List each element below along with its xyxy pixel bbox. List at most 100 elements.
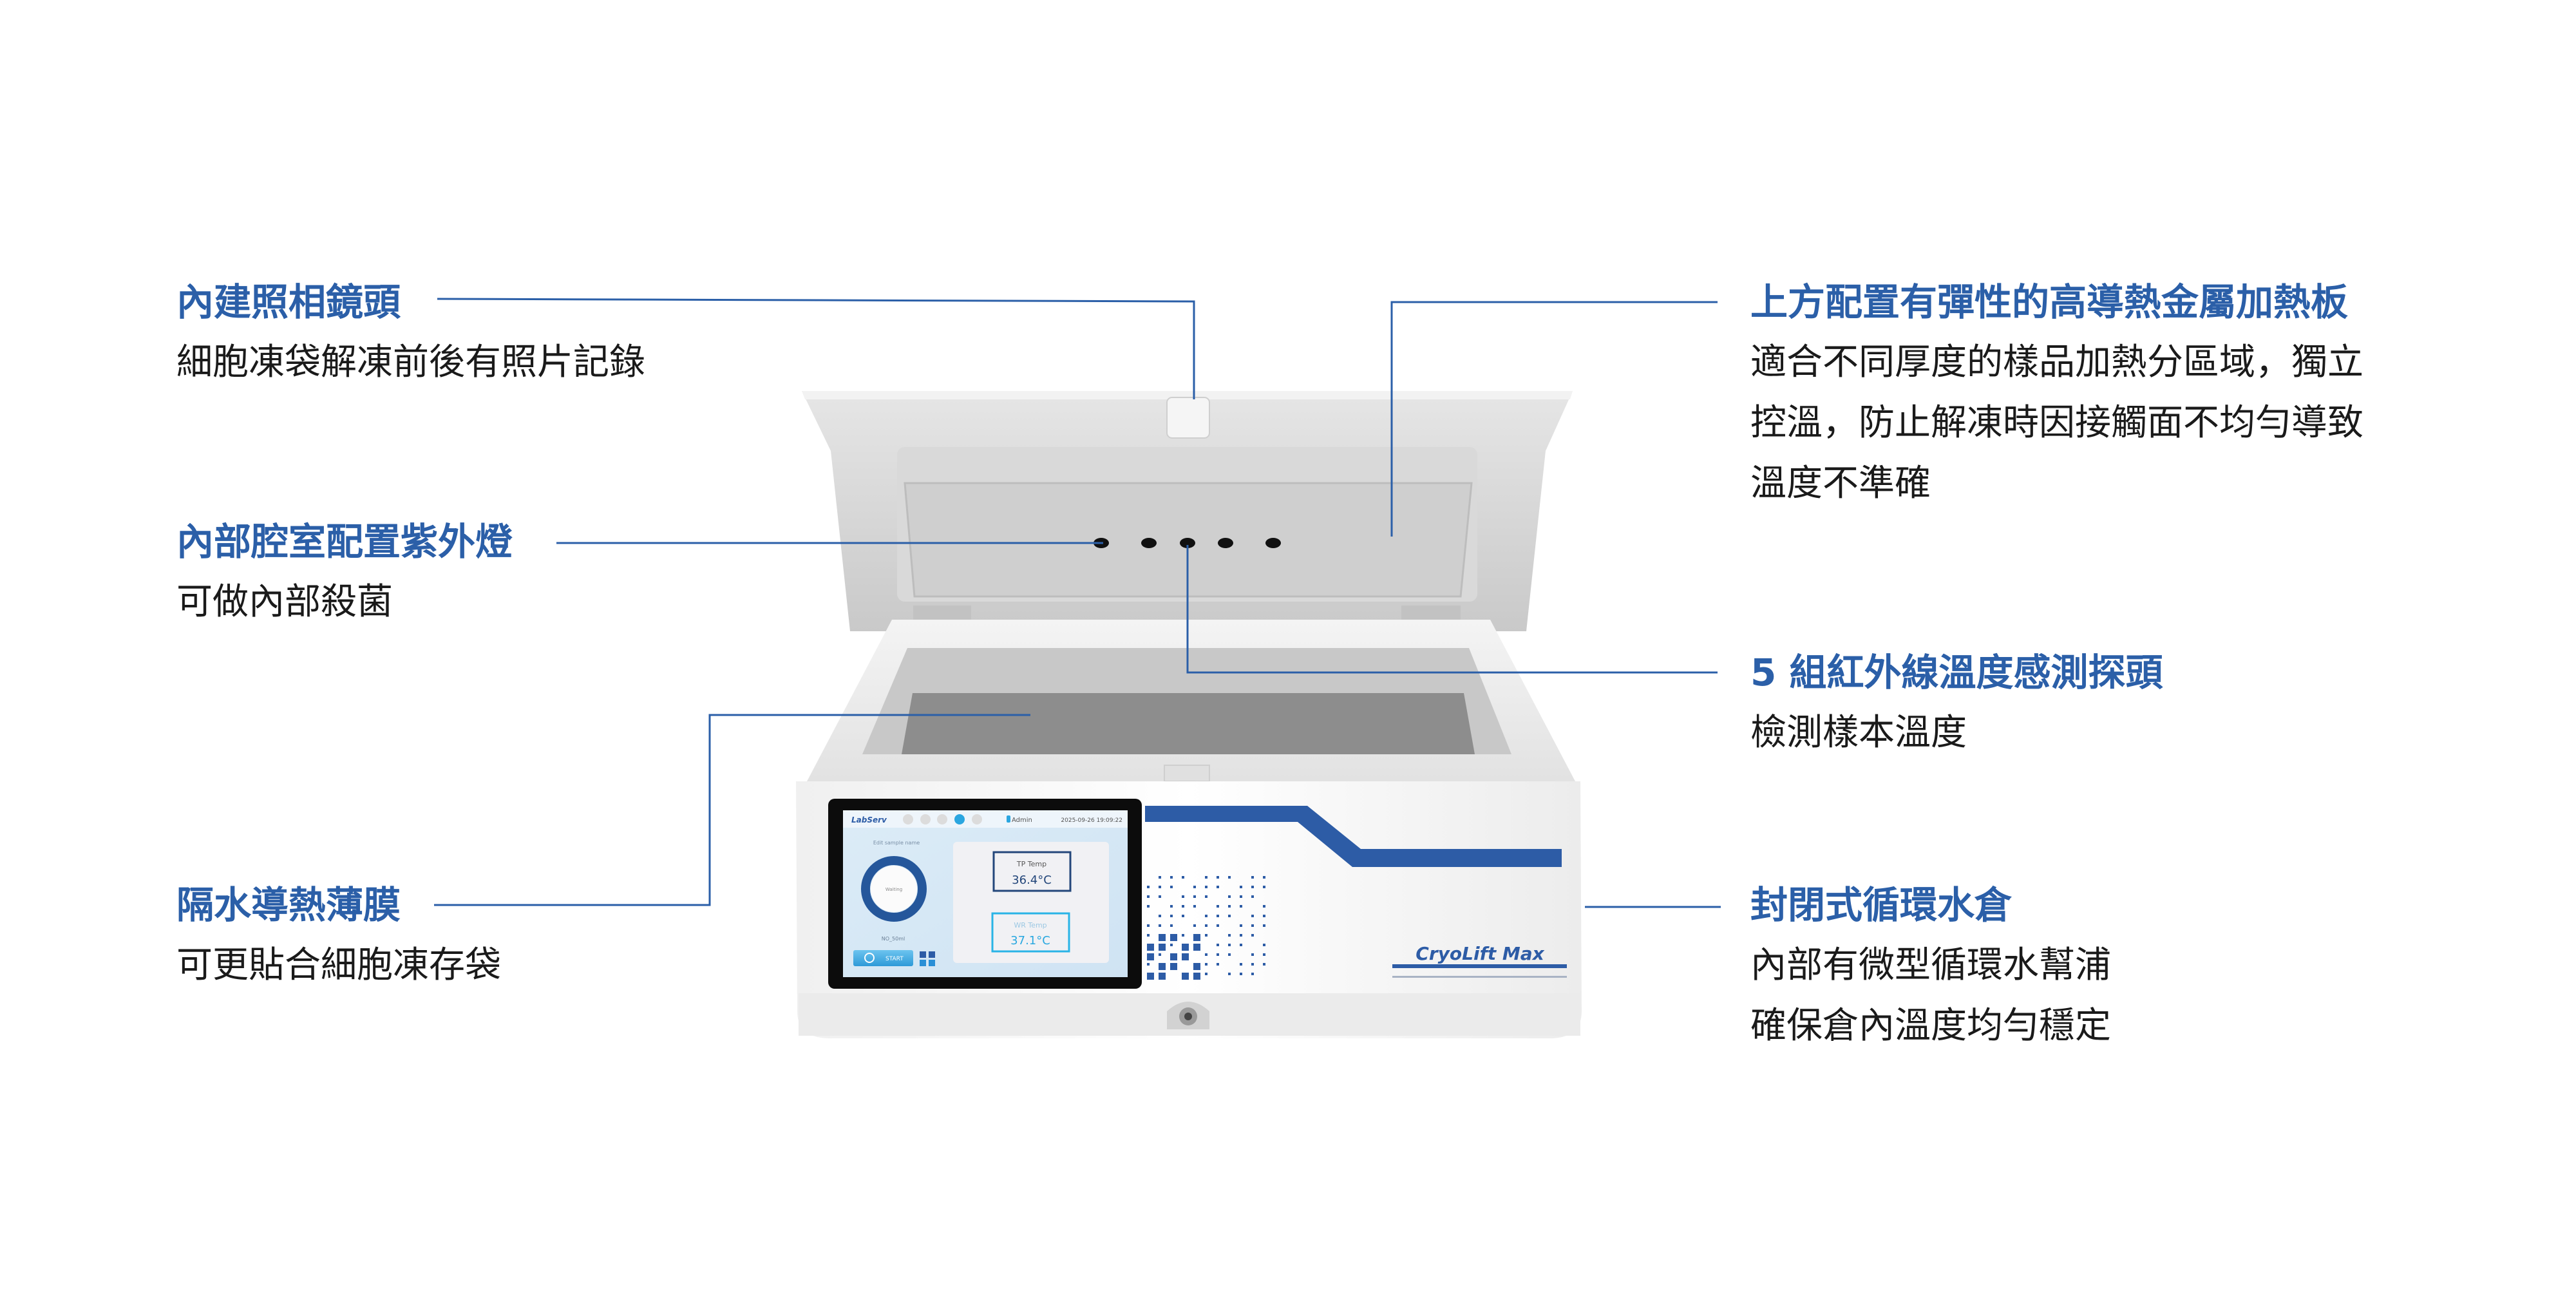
speaker-dot bbox=[1217, 876, 1219, 879]
speaker-dot bbox=[1205, 915, 1208, 917]
speaker-dot bbox=[1251, 934, 1254, 937]
volume-text: NO_50ml bbox=[882, 936, 905, 942]
speaker-dot bbox=[1228, 973, 1231, 975]
callout-lines bbox=[434, 298, 1721, 908]
annotation-text: 溫度不準確 bbox=[1750, 462, 1931, 504]
speaker-dot bbox=[1217, 886, 1219, 888]
speaker-dot bbox=[1251, 924, 1254, 927]
annotation-ir-probes: 5 組紅外線溫度感測探頭 檢測樣本溫度 bbox=[1750, 642, 2163, 763]
membrane-floor bbox=[902, 693, 1475, 754]
progress-ring bbox=[861, 856, 927, 922]
nav-icon[interactable] bbox=[972, 814, 982, 824]
screen-nav-icons bbox=[903, 814, 982, 824]
annotation-camera: 內建照相鏡頭 細胞凍袋解凍前後有照片記錄 bbox=[176, 272, 645, 393]
speaker-dot bbox=[1170, 915, 1173, 917]
speaker-dot bbox=[1240, 963, 1242, 966]
speaker-dot bbox=[1182, 944, 1189, 951]
speaker-dot bbox=[1170, 924, 1173, 927]
screen-logo: LabServ bbox=[851, 815, 887, 824]
speaker-dot bbox=[1147, 973, 1154, 980]
speaker-dot bbox=[1205, 886, 1208, 888]
speaker-dot bbox=[1228, 876, 1231, 879]
speaker-dot bbox=[1193, 886, 1196, 888]
speaker-dot bbox=[1251, 886, 1254, 888]
ir-sensor-holes bbox=[1094, 538, 1281, 548]
speaker-dot bbox=[1182, 973, 1189, 980]
speaker-dot bbox=[1205, 963, 1208, 966]
annotation-title: 隔水導熱薄膜 bbox=[176, 883, 401, 927]
speaker-dot bbox=[1205, 934, 1208, 937]
screen-datetime: 2025-09-26 19:09:22 bbox=[1061, 817, 1122, 824]
tp-temp-box: TP Temp 36.4°C bbox=[992, 851, 1072, 892]
speaker-dot bbox=[1159, 886, 1161, 888]
screen-user: Admin bbox=[1012, 817, 1032, 824]
speaker-dot bbox=[1228, 895, 1231, 898]
speaker-dot bbox=[1205, 953, 1208, 956]
speaker-dot bbox=[1251, 963, 1254, 966]
membrane-callout-line bbox=[434, 714, 1030, 906]
speaker-dot bbox=[1205, 895, 1208, 898]
play-icon bbox=[864, 953, 875, 963]
speaker-dot bbox=[1217, 915, 1219, 917]
start-button[interactable]: START bbox=[853, 950, 913, 966]
nav-icon[interactable] bbox=[903, 814, 913, 824]
speaker-dot bbox=[1159, 963, 1166, 970]
nav-icon[interactable] bbox=[937, 814, 947, 824]
speaker-dot bbox=[1263, 905, 1265, 908]
speaker-dot bbox=[1263, 963, 1265, 966]
speaker-dot bbox=[1263, 915, 1265, 917]
speaker-dot bbox=[1263, 886, 1265, 888]
speaker-dot bbox=[1170, 934, 1177, 941]
annotation-water-tank: 封閉式循環水倉 內部有微型循環水幫浦 確保倉內溫度均勻穩定 bbox=[1750, 875, 2111, 1056]
user-icon bbox=[1007, 815, 1010, 823]
speaker-dot bbox=[1240, 905, 1242, 908]
nav-icon[interactable] bbox=[920, 814, 931, 824]
svg-text:WR Temp: WR Temp bbox=[1014, 921, 1046, 929]
lock-icon[interactable] bbox=[1167, 1002, 1209, 1029]
grid-menu-icon[interactable] bbox=[920, 951, 935, 966]
annotation-title: 封閉式循環水倉 bbox=[1750, 883, 2012, 927]
body-top bbox=[807, 620, 1575, 782]
sample-name-field[interactable]: Edit sample name bbox=[873, 840, 920, 846]
speaker-dot bbox=[1263, 876, 1265, 879]
model-name: CryoLift Max bbox=[1416, 943, 1544, 964]
annotation-text: 控溫，防止解凍時因接觸面不均勻導致 bbox=[1750, 402, 2363, 444]
speaker-dot bbox=[1251, 895, 1254, 898]
speaker-dot bbox=[1159, 924, 1161, 927]
speaker-dot bbox=[1182, 915, 1184, 917]
speaker-dot bbox=[1159, 934, 1166, 941]
annotation-text: 適合不同厚度的樣品加熱分區域，獨立 bbox=[1750, 341, 2363, 383]
speaker-dot bbox=[1193, 895, 1196, 898]
annotation-title: 5 組紅外線溫度感測探頭 bbox=[1750, 651, 2163, 694]
speaker-dot bbox=[1182, 934, 1184, 937]
speaker-dot bbox=[1217, 924, 1219, 927]
speaker-dot bbox=[1147, 953, 1154, 960]
speaker-dot bbox=[1263, 924, 1265, 927]
speaker-dot bbox=[1159, 944, 1166, 951]
annotation-heating-plate: 上方配置有彈性的高導熱金屬加熱板 適合不同厚度的樣品加熱分區域，獨立 控溫，防止… bbox=[1750, 272, 2363, 514]
speaker-dot bbox=[1193, 963, 1200, 970]
speaker-dot bbox=[1217, 953, 1219, 956]
speaker-dot bbox=[1228, 915, 1231, 917]
probe-callout-line bbox=[1186, 545, 1718, 674]
speaker-dot bbox=[1205, 973, 1208, 975]
speaker-dot bbox=[1193, 924, 1196, 927]
blue-stripe bbox=[1145, 806, 1562, 867]
annotation-text: 細胞凍袋解凍前後有照片記錄 bbox=[176, 341, 645, 383]
speaker-dot bbox=[1228, 905, 1231, 908]
speaker-dot bbox=[1170, 953, 1177, 960]
speaker-dot bbox=[1170, 944, 1173, 946]
speaker-dot bbox=[1193, 905, 1196, 908]
svg-text:37.1°C: 37.1°C bbox=[1010, 934, 1050, 948]
nav-icon-active[interactable] bbox=[954, 814, 965, 824]
annotation-title: 上方配置有彈性的高導熱金屬加熱板 bbox=[1750, 280, 2349, 324]
speaker-dot-grid bbox=[1147, 876, 1265, 980]
annotation-uv-lamp: 內部腔室配置紫外燈 可做內部殺菌 bbox=[176, 511, 513, 633]
speaker-dot bbox=[1147, 924, 1150, 927]
touch-screen[interactable]: LabServ Admin 2025-09-26 19:09:22 Edit s… bbox=[828, 799, 1142, 989]
speaker-dot bbox=[1240, 924, 1242, 927]
speaker-dot bbox=[1240, 973, 1242, 975]
speaker-dot bbox=[1240, 934, 1242, 937]
speaker-dot bbox=[1217, 905, 1219, 908]
